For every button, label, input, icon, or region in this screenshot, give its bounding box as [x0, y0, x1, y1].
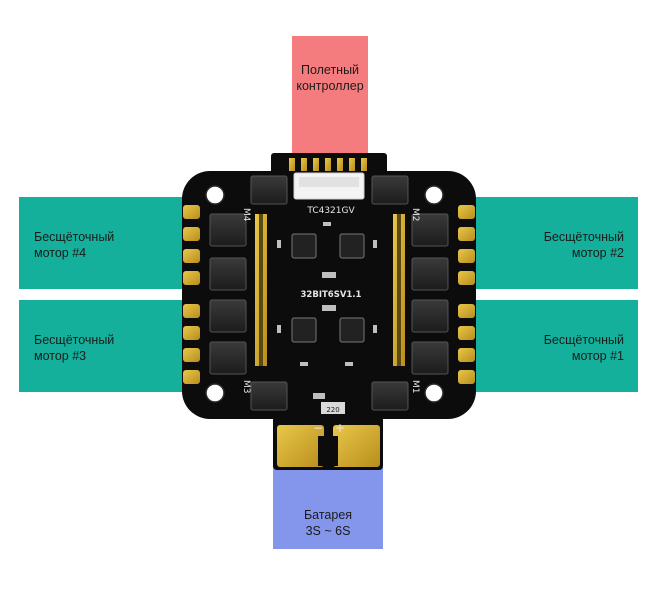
motor-1-label-line1: Бесщёточный — [543, 333, 624, 347]
driver-ics — [291, 233, 365, 343]
capacitor-label: 220 — [326, 406, 339, 414]
motor-3-label-line1: Бесщёточный — [34, 333, 115, 347]
motor-1-label-line2: мотор #1 — [571, 349, 624, 363]
motor-4-label-line2: мотор #4 — [34, 246, 87, 260]
model-silk-label: 32BIT6SV1.1 — [301, 290, 362, 300]
motor-4-label-line1: Бесщёточный — [34, 230, 115, 244]
flight-controller-label-line1: Полетный — [300, 63, 360, 77]
m3-silk-label: M3 — [241, 380, 251, 394]
motor-2-label-line2: мотор #2 — [571, 246, 624, 260]
motor-3-label-line2: мотор #3 — [34, 349, 87, 363]
battery-pad-tab — [273, 405, 383, 470]
connector-silk-label: TC4321GV — [306, 206, 355, 216]
left-motor-pads — [183, 205, 200, 384]
minus-silk-label: − — [313, 421, 323, 435]
right-motor-pads — [458, 205, 475, 384]
m1-silk-label: M1 — [410, 380, 420, 394]
mounting-holes — [205, 185, 444, 403]
flight-controller-label-line2: контроллер — [296, 79, 364, 93]
battery-label-line2: 3S ~ 6S — [305, 524, 351, 538]
passive-components — [277, 222, 377, 399]
m4-silk-label: M4 — [241, 208, 251, 222]
plus-silk-label: + — [335, 421, 345, 435]
battery-positive-pad — [333, 425, 380, 467]
bulk-capacitor — [321, 402, 345, 414]
battery-negative-pad — [277, 425, 324, 467]
capacitor-strips — [255, 214, 405, 366]
motor-2-label-line1: Бесщёточный — [543, 230, 624, 244]
battery-label-line1: Батарея — [303, 508, 353, 522]
battery-block: Батарея 3S ~ 6S — [273, 465, 383, 549]
mosfet-chips — [209, 175, 449, 411]
m2-silk-label: M2 — [410, 208, 420, 222]
jst-connector — [293, 172, 365, 200]
